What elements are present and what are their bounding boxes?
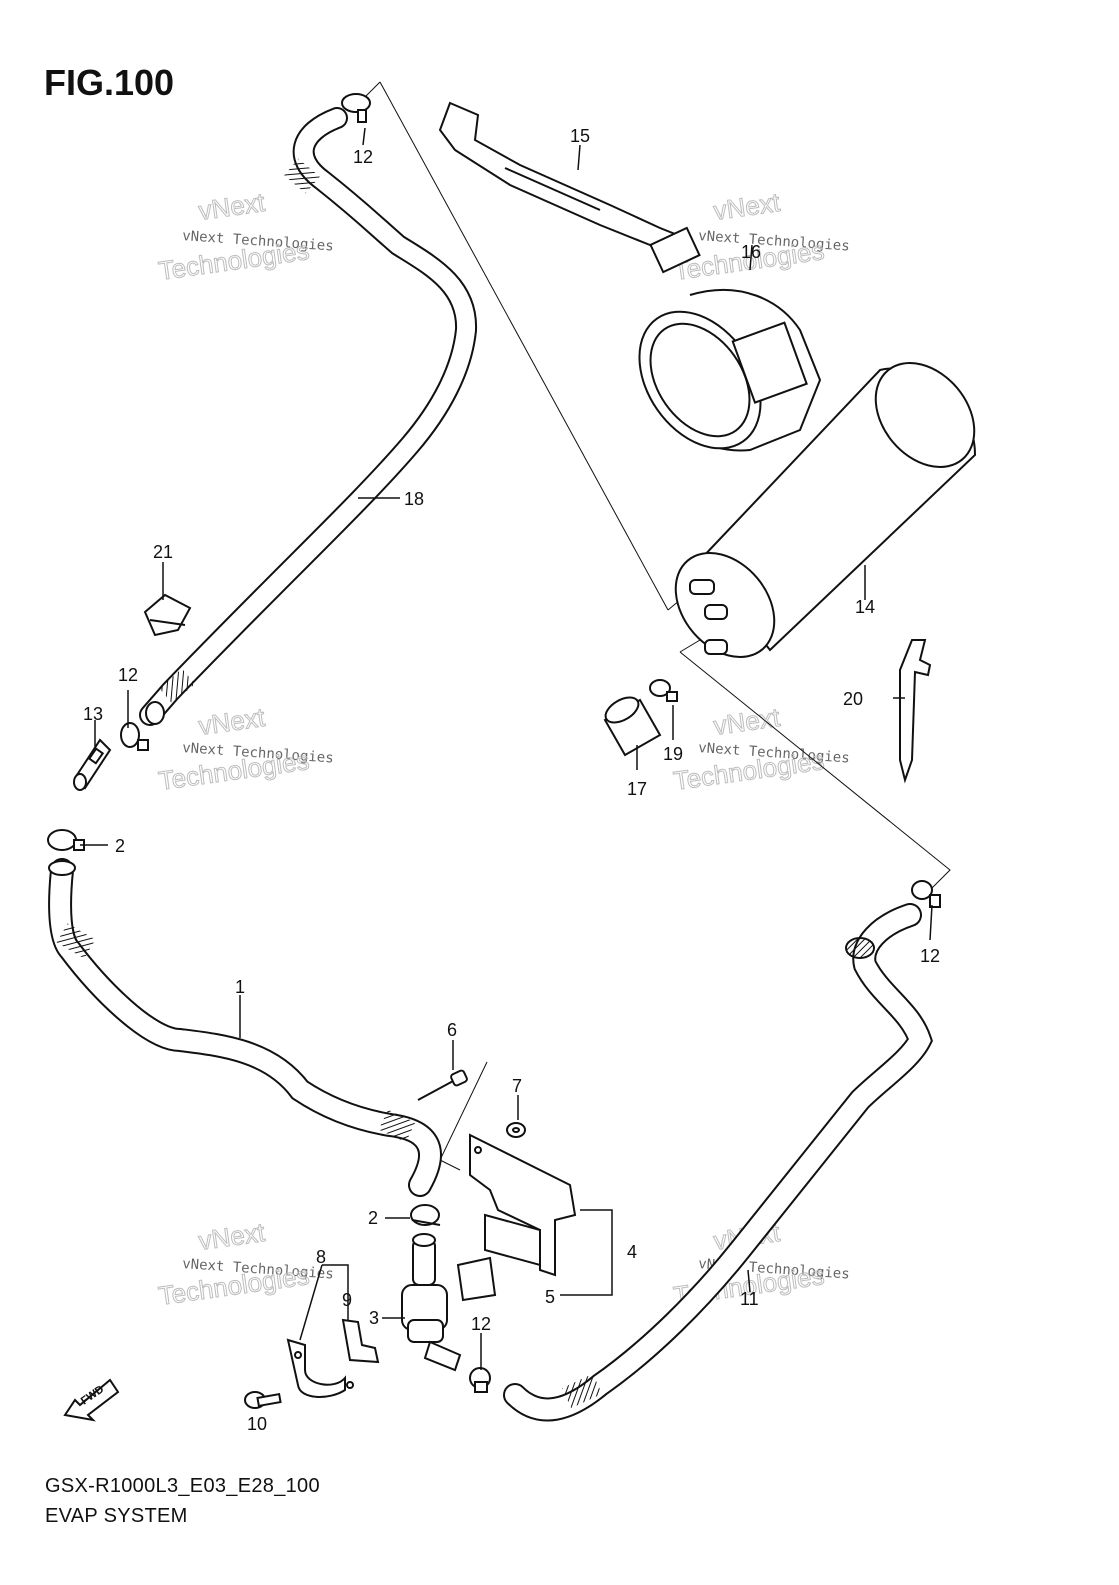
callout-2: 2 [368,1208,378,1228]
callout-14: 14 [855,597,875,617]
callout-9: 9 [342,1290,352,1310]
watermark-top-left: vNext vNext Technologies Technologies [156,186,334,286]
hose-18 [139,107,478,726]
rivet-6 [417,1069,468,1101]
callout-2: 2 [115,836,125,856]
leader-lines [80,127,933,1370]
callout-21: 21 [153,542,173,562]
hose-1 [48,858,442,1197]
callout-18: 18 [404,489,424,509]
clamp-8 [286,1338,354,1398]
hose-clamp-12-bottom [469,1367,491,1393]
callout-10: 10 [247,1414,267,1434]
hose-clamp-12-right [911,880,941,908]
callout-17: 17 [627,779,647,799]
callout-4: 4 [627,1242,637,1262]
callout-12: 12 [353,147,373,167]
cap-17 [603,696,662,757]
watermark-top-right: vNext vNext Technologies Technologies [671,186,850,286]
svg-text:vNext: vNext [712,702,783,741]
evap-canister-14 [674,362,977,658]
callout-16: 16 [741,242,761,262]
canister-strap-15 [438,101,701,274]
clamp-9 [341,1318,380,1364]
callout-1: 1 [235,977,245,997]
svg-text:vNext: vNext [712,187,783,226]
hose-clamp-19 [649,679,678,702]
bracket-5 [456,1256,497,1302]
canister-cushion-16 [638,288,822,452]
model-code: GSX-R1000L3_E03_E28_100 [45,1475,320,1497]
callout-12: 12 [920,946,940,966]
callout-bracket-4-5 [560,1209,613,1296]
callout-8: 8 [316,1247,326,1267]
callout-13: 13 [83,704,103,724]
screw-10 [244,1391,282,1409]
callout-15: 15 [570,126,590,146]
callout-19: 19 [663,744,683,764]
hose-clamp-12-left [120,722,149,751]
watermark-bottom-left: vNext vNext Technologies Technologies [156,1216,334,1311]
callout-20: 20 [843,689,863,709]
system-name: EVAP SYSTEM [45,1505,188,1527]
hose-clamp-2-bottom [410,1204,441,1226]
callout-7: 7 [512,1076,522,1096]
callout-12: 12 [118,665,138,685]
callout-3: 3 [369,1308,379,1328]
svg-text:vNext: vNext [197,1217,268,1256]
washer-7 [506,1122,526,1138]
hose-joint-13 [73,738,112,791]
hose-clamp-2-top [47,829,85,851]
purge-valve-3 [401,1233,462,1372]
figure-title: FIG.100 [44,62,175,103]
svg-text:vNext: vNext [197,187,268,226]
callout-5: 5 [545,1287,555,1307]
watermark-mid-right: vNext vNext Technologies Technologies [671,701,850,796]
callout-11: 11 [740,1289,759,1309]
watermark-mid-left: vNext vNext Technologies Technologies [156,701,334,796]
svg-text:vNext: vNext [197,702,268,741]
callout-12: 12 [471,1314,491,1334]
bracket-4 [469,1133,577,1277]
hose-clip-21 [143,593,192,637]
forward-direction-arrow: FWD [63,1378,120,1422]
callout-6: 6 [447,1020,457,1040]
hose-clamp-12-top [341,93,371,123]
cable-tie-20 [899,639,932,784]
hose-11 [503,903,933,1422]
